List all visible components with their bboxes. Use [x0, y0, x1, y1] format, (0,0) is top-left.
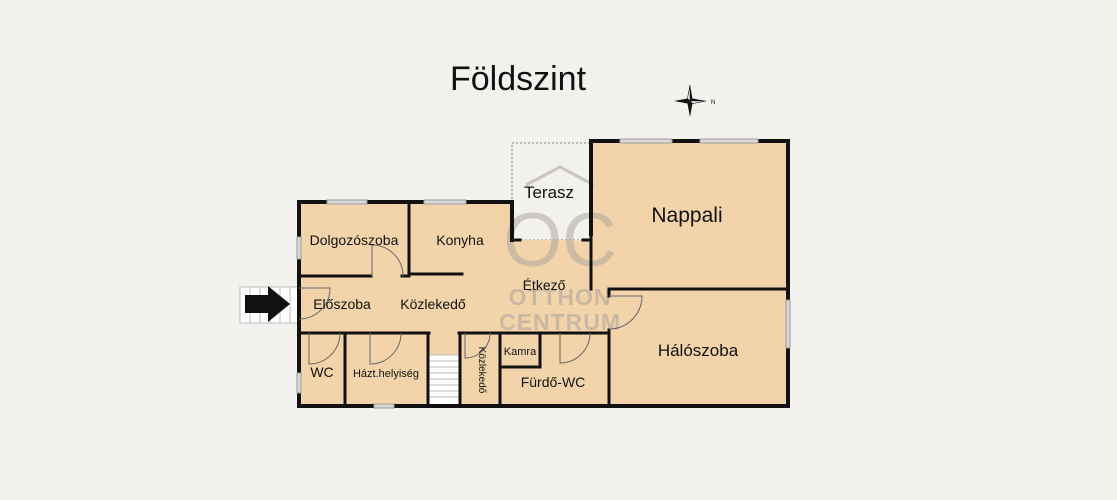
watermark-logo: OC OTTHON CENTRUM — [499, 165, 621, 335]
watermark-line1: OTTHON — [508, 284, 611, 310]
room-label-kamra: Kamra — [504, 346, 537, 358]
room-label-haztartasi: Házt.helyiség — [353, 368, 419, 380]
room-label-wc: WC — [310, 364, 333, 380]
interior-stairs — [428, 354, 460, 407]
room-label-kozlekedo: Közlekedő — [400, 296, 466, 312]
door-swings — [298, 244, 643, 365]
room-label-terasz: Terasz — [524, 183, 574, 202]
room-label-kozlekedo-vertical: Közlekedő — [476, 347, 487, 394]
room-fills — [299, 141, 788, 406]
watermark-line2: CENTRUM — [499, 309, 621, 335]
windows — [296, 138, 791, 409]
compass-icon: N — [674, 84, 715, 117]
room-label-etkezo: Étkező — [523, 277, 566, 293]
watermark-monogram: OC — [503, 198, 617, 283]
room-label-haloszoba: Hálószoba — [658, 341, 739, 360]
entrance-arrow-icon — [245, 286, 290, 322]
room-label-furdo-wc: Fürdő-WC — [521, 374, 586, 390]
room-label-konyha: Konyha — [436, 232, 484, 248]
plan-title: Földszint — [450, 60, 587, 98]
room-label-dolgozoszoba: Dolgozószoba — [310, 232, 399, 248]
room-label-eloszoba: Előszoba — [313, 296, 371, 312]
room-label-nappali: Nappali — [651, 204, 722, 227]
compass-label: N — [711, 100, 715, 106]
terrace-outline — [511, 142, 592, 241]
